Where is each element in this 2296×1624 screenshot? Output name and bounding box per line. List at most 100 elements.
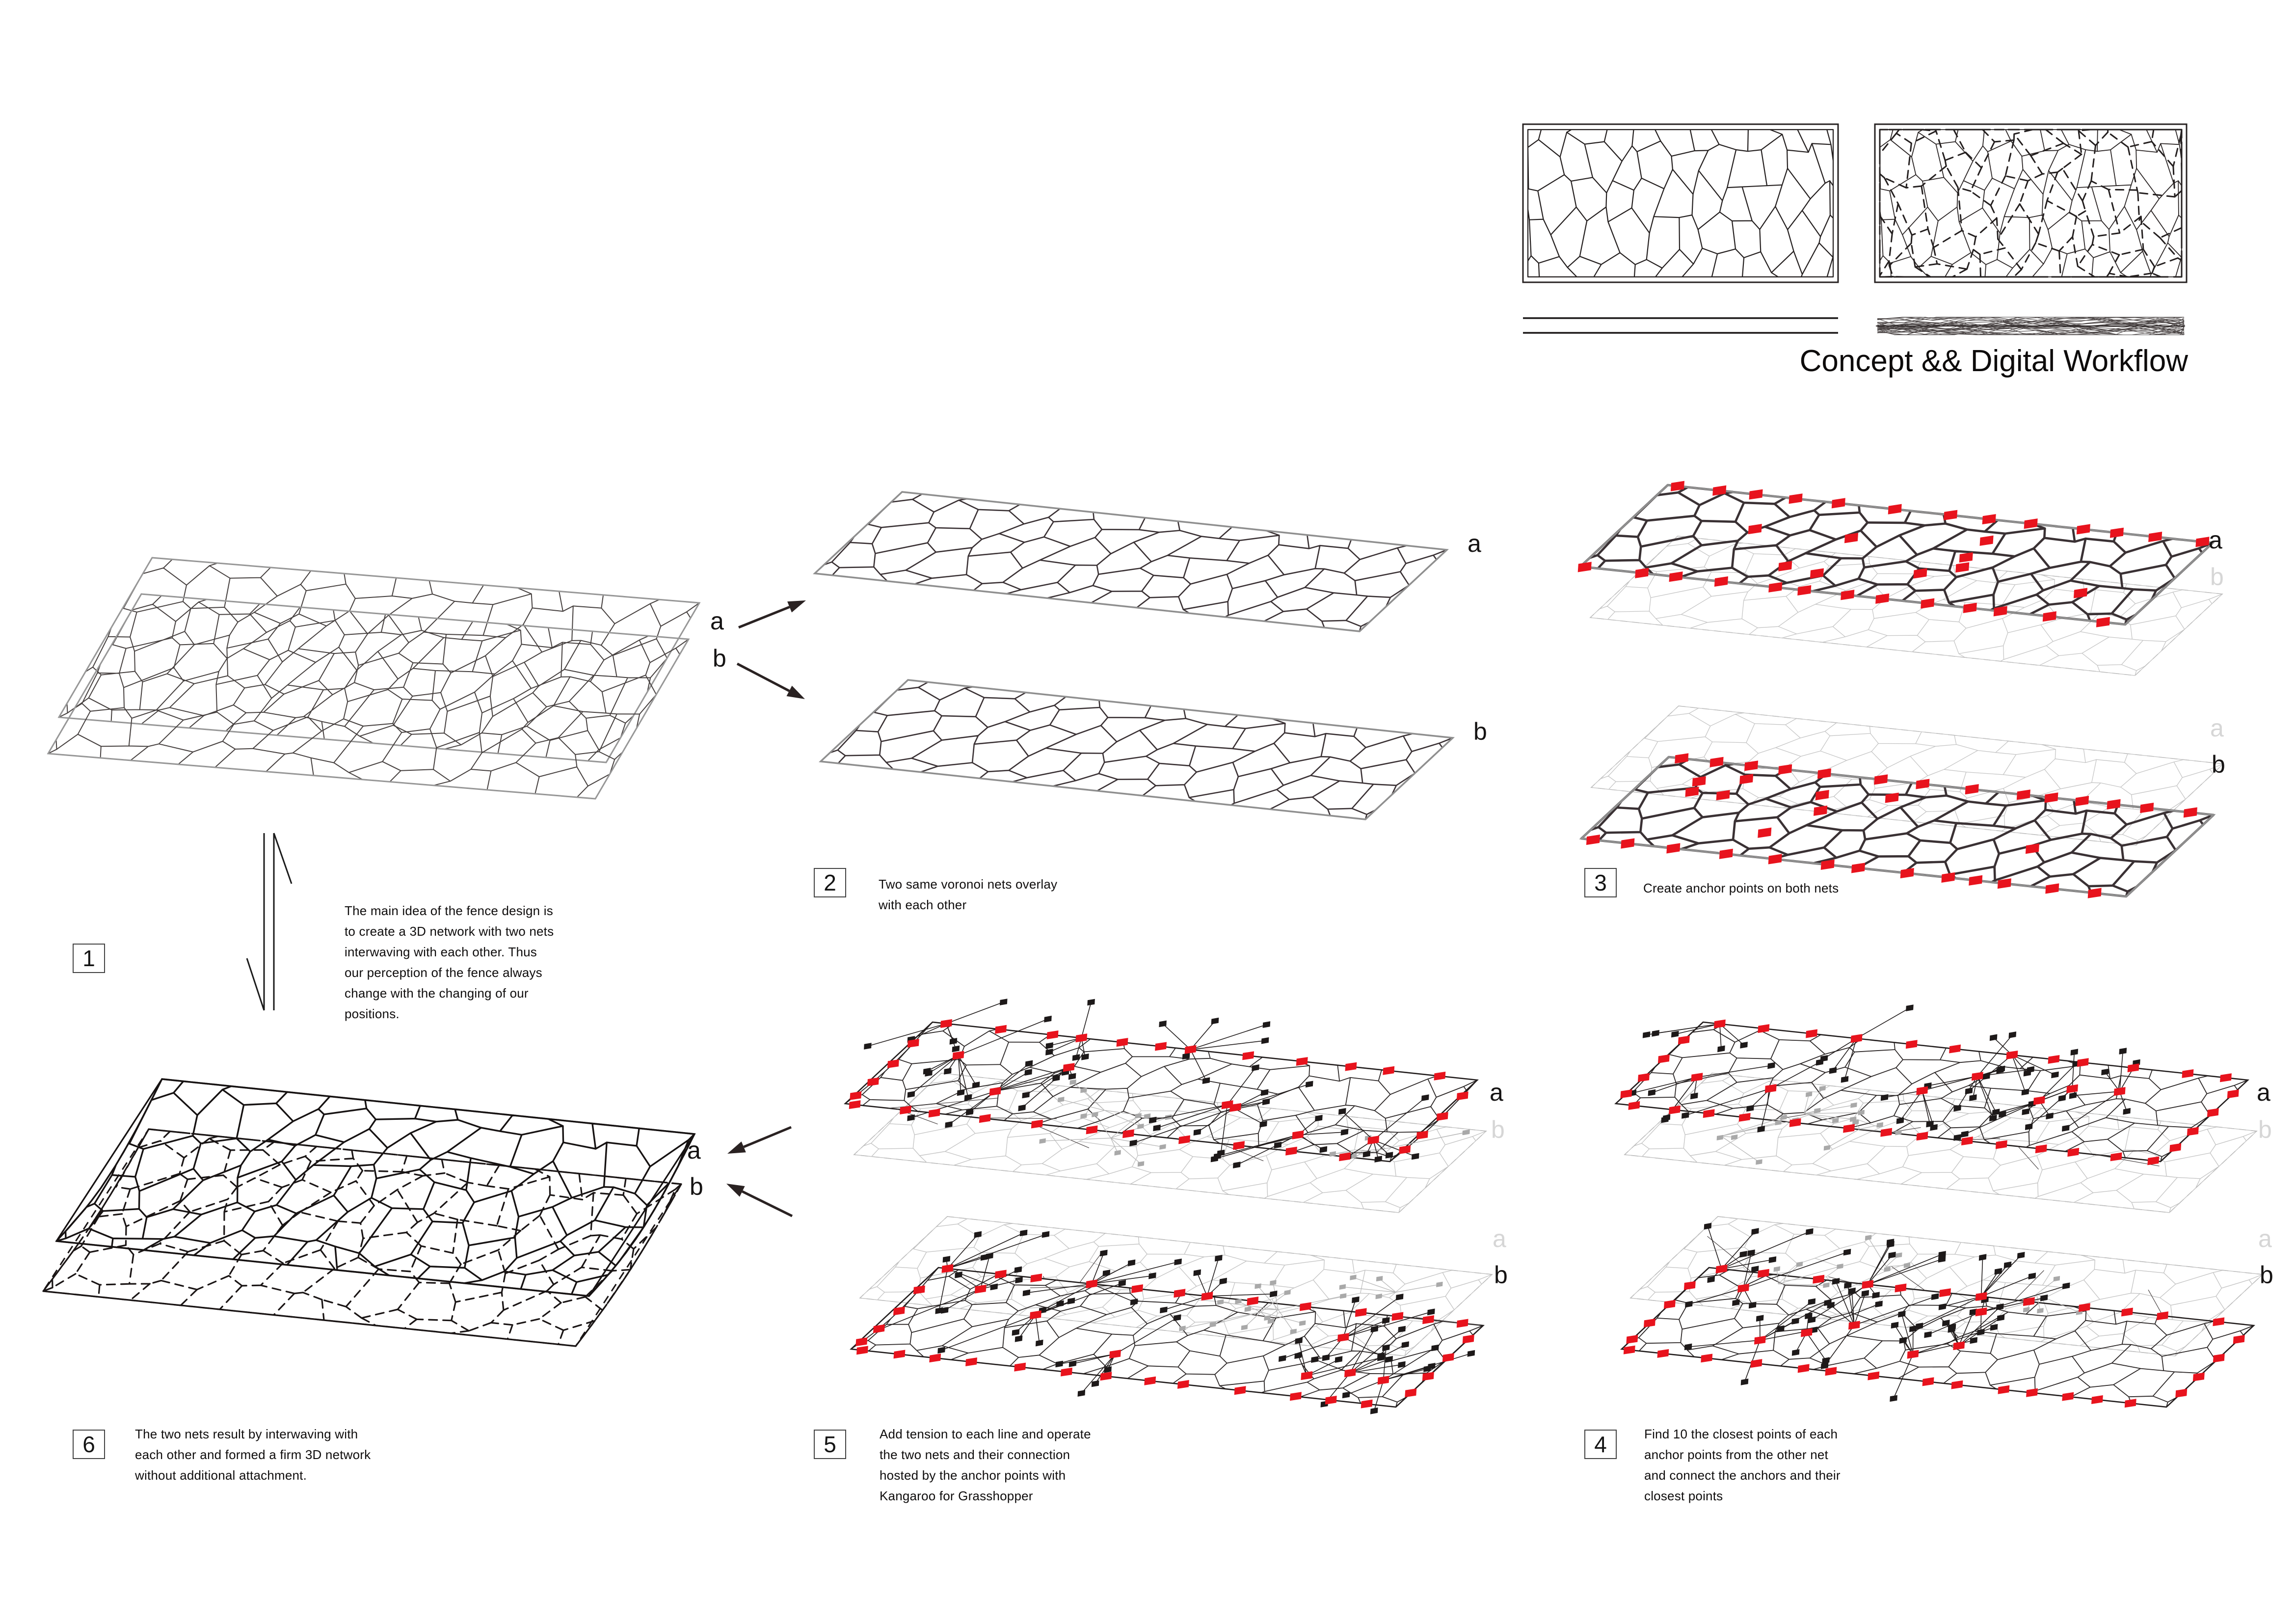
- step-6-text: The two nets result by interwaving with …: [135, 1427, 371, 1483]
- net-b-faint-upper-cells: [1590, 536, 2223, 676]
- anchors-net-a: [1577, 481, 2210, 627]
- step-5-number-box: 5: [814, 1430, 846, 1459]
- net-a-faint-tension-lower-frame: [859, 1216, 1493, 1356]
- label-a-panel5-upper: a: [1490, 1079, 1503, 1106]
- split-arrow-b-head: [786, 685, 805, 699]
- connections-a-crosslinks: [1771, 1113, 2160, 1170]
- label-b-panel4-lower: b: [2260, 1261, 2273, 1289]
- merge-arrow-b-shaft: [742, 1190, 793, 1218]
- net-a-overlay: [57, 557, 701, 763]
- net-b-tension-lower: [850, 1267, 1485, 1408]
- net-a-separated-cells: [814, 491, 1448, 632]
- net-b-faint-connected-upper-frame: [1624, 1073, 2258, 1213]
- label-a-panel2: a: [1468, 530, 1481, 557]
- net-a-faint-tension-lower-cells: [859, 1216, 1493, 1356]
- net-b-faint-connected-upper-cells: [1624, 1073, 2257, 1213]
- anchors-net-b-anchor-points: [1586, 753, 2197, 898]
- step-2-number: 2: [824, 870, 836, 895]
- net-b-separated-frame: [819, 679, 1455, 820]
- net-a-overlay-frame: [57, 557, 701, 763]
- net-a-interwoven-frame: [55, 1078, 696, 1297]
- label-b-panel6: b: [690, 1173, 703, 1200]
- tension-a-gray-closest-points: [1039, 1079, 1470, 1167]
- net-b-tension-lower-cells: [851, 1267, 1484, 1407]
- tension-a-crosslinks: [888, 1098, 1264, 1162]
- swap-arrows-icon: [246, 833, 293, 1011]
- step-2-number-box: 2: [814, 868, 846, 897]
- net-a-faint-connected-lower-frame: [1629, 1216, 2264, 1356]
- swap-down-barb: [246, 958, 265, 1011]
- net-b-anchored-lower: [1579, 756, 2216, 898]
- step-1-text: The main idea of the fence design is to …: [345, 903, 554, 1021]
- thumbnail-tensioned-net-2: [1879, 129, 2183, 278]
- label-a-panel3-lower: a: [2210, 714, 2224, 742]
- merge-arrow-a: [727, 1126, 792, 1154]
- label-a-panel4-lower: a: [2258, 1225, 2272, 1252]
- thumbnail-flat-net-cells: [1527, 129, 1834, 278]
- thumbnail-flat-net: [1527, 129, 1834, 278]
- net-a-interwoven: [55, 1078, 696, 1297]
- net-a-interwoven-cells: [55, 1078, 695, 1297]
- net-b-anchored-lower-cells: [1580, 756, 2215, 898]
- tension-a-tension-lines: [867, 1001, 1426, 1165]
- label-a-panel1: a: [710, 607, 724, 635]
- merge-arrow-b: [726, 1184, 793, 1218]
- step-3-number-box: 3: [1584, 868, 1617, 897]
- connections-b-crosslinks: [1707, 1236, 2163, 1316]
- net-b-faint-upper: [1589, 536, 2223, 676]
- tension-a-closest-points: [864, 999, 1429, 1168]
- net-b-faint-connected-upper: [1624, 1073, 2258, 1213]
- tension-a: [849, 999, 1470, 1168]
- step-5-number: 5: [824, 1432, 836, 1457]
- net-b-overlay: [47, 593, 690, 800]
- label-b-panel4-upper: b: [2258, 1116, 2272, 1143]
- split-arrow-a: [738, 600, 806, 629]
- net-b-interwoven: [42, 1128, 683, 1347]
- tension-a-anchor-points: [849, 1019, 1468, 1162]
- tension-b-closest-points: [876, 1229, 1475, 1414]
- net-b-tension-lower-frame: [850, 1267, 1485, 1408]
- net-a-separated: [813, 491, 1449, 632]
- step-4-text: Find 10 the closest points of each ancho…: [1644, 1427, 1841, 1503]
- step-2-text: Two same voronoi nets overlay with each …: [879, 877, 1058, 912]
- step-3-number: 3: [1594, 870, 1607, 895]
- connections-a-closest-points: [1629, 1004, 2140, 1141]
- thumbnail-tensioned-net-1-cells: [1879, 129, 2182, 277]
- thumbnail-voronoi-tensioned: [1874, 123, 2188, 283]
- thumbnail-tensioned-net-2-cells: [1879, 129, 2183, 278]
- split-arrow-b: [736, 662, 805, 699]
- connections-a: [1620, 1004, 2239, 1170]
- tension-b: [855, 1229, 1479, 1414]
- net-a-tension-upper-frame: [844, 1021, 1479, 1163]
- tension-b-anchor-points: [855, 1264, 1474, 1408]
- label-a-panel4-upper: a: [2257, 1079, 2270, 1106]
- step-3-text: Create anchor points on both nets: [1643, 881, 1839, 895]
- split-arrow-b-shaft: [736, 662, 790, 692]
- anchors-net-b: [1586, 753, 2197, 898]
- tensioned-side-view-band: [1876, 317, 2185, 335]
- tension-b-tension-lines: [879, 1232, 1471, 1411]
- net-b-overlay-frame: [47, 593, 690, 800]
- net-a-faint-tension-lower: [859, 1216, 1493, 1356]
- step-1-number: 1: [82, 946, 95, 971]
- net-b-separated-cells: [820, 679, 1454, 820]
- merge-arrow-a-head: [727, 1141, 746, 1154]
- net-a-connected-upper: [1614, 1021, 2249, 1163]
- label-b-panel3-lower: b: [2212, 751, 2225, 778]
- swap-up-barb: [273, 833, 293, 884]
- step-6-number: 6: [82, 1432, 95, 1457]
- connections-b-gray-closest-points: [1773, 1235, 2083, 1315]
- net-b-interwoven-frame: [42, 1128, 683, 1347]
- label-b-panel3-upper: b: [2210, 563, 2224, 591]
- label-a-panel6: a: [687, 1137, 701, 1164]
- net-b-connected-lower: [1620, 1267, 2255, 1408]
- step-4-number: 4: [1594, 1432, 1607, 1457]
- net-a-connected-upper-cells: [1615, 1022, 2248, 1162]
- split-arrow-a-head: [787, 600, 806, 613]
- net-a-overlay-cells: [58, 557, 700, 763]
- connections-b: [1623, 1222, 2245, 1408]
- thumbnail-voronoi-flat: [1522, 123, 1839, 283]
- net-b-connected-lower-frame: [1620, 1267, 2255, 1408]
